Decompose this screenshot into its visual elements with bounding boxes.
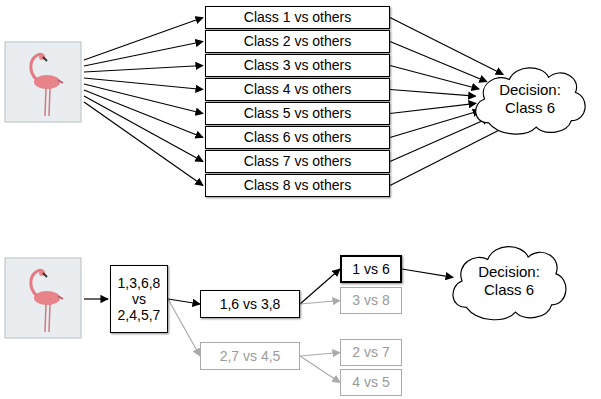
text-wrap: Class 3 vs others: [244, 57, 351, 73]
connector-arrow: [390, 90, 476, 97]
text-wrap: Class 7 vs others: [244, 153, 351, 169]
connector-arrow: [390, 18, 503, 75]
classifier-label: 1,3,6,8 vs 2,4,5,7: [115, 275, 163, 323]
classifier-label: Class 1 vs others: [244, 9, 351, 25]
classifier-box: Class 1 vs others: [205, 6, 390, 29]
text-wrap: Class 4 vs others: [244, 81, 351, 97]
text-wrap: Class 8 vs others: [244, 177, 351, 193]
classifier-box: Class 8 vs others: [205, 174, 390, 197]
connector-arrow: [300, 356, 340, 383]
connector-arrow: [402, 269, 453, 277]
decision-label: Decision: Class 6: [471, 263, 547, 299]
classifier-label: 2,7 vs 4,5: [220, 348, 281, 364]
classifier-label: 2 vs 7: [352, 344, 389, 360]
connector-arrow: [300, 301, 340, 305]
connector-arrow: [390, 103, 476, 113]
connector-arrow: [300, 269, 340, 304]
classifier-label: Class 7 vs others: [244, 153, 351, 169]
classifier-box: Class 2 vs others: [205, 30, 390, 53]
connector-arrow: [390, 118, 489, 162]
connector-arrow: [390, 125, 509, 186]
text-wrap: 3 vs 8: [352, 292, 389, 308]
connector-arrow: [390, 111, 480, 138]
classifier-label: 1 vs 6: [352, 261, 389, 277]
classifier-box: Class 4 vs others: [205, 78, 390, 101]
classifier-box: 1 vs 6: [340, 255, 402, 283]
classifier-box: Class 7 vs others: [205, 150, 390, 173]
decision-cloud: Decision: Class 6: [468, 60, 592, 138]
connector-arrow: [168, 299, 200, 304]
classifier-box: 2,7 vs 4,5: [200, 342, 300, 370]
text-wrap: Class 1 vs others: [244, 9, 351, 25]
classifier-label: 4 vs 5: [352, 374, 389, 390]
text-wrap: 2,7 vs 4,5: [220, 348, 281, 364]
text-wrap: 1 vs 6: [352, 261, 389, 277]
classifier-label: Class 5 vs others: [244, 105, 351, 121]
classifier-label: Class 2 vs others: [244, 33, 351, 49]
classifier-box: 4 vs 5: [340, 369, 402, 396]
connector-arrow: [168, 299, 200, 356]
text-wrap: 2 vs 7: [352, 344, 389, 360]
connector-arrow: [390, 66, 479, 90]
flamingo-image: [5, 42, 81, 122]
classifier-box: 1,3,6,8 vs 2,4,5,7: [110, 265, 168, 333]
input-arrows: [84, 18, 203, 300]
text-wrap: Decision: Class 6: [471, 263, 547, 299]
classifier-box: 2 vs 7: [340, 339, 402, 366]
classifier-box: 1,6 vs 3,8: [200, 290, 300, 318]
classifier-label: Class 8 vs others: [244, 177, 351, 193]
classifier-label: Class 4 vs others: [244, 81, 351, 97]
text-wrap: Class 6 vs others: [244, 129, 351, 145]
classifier-label: 1,6 vs 3,8: [220, 296, 281, 312]
flamingo-image: [5, 258, 81, 338]
text-wrap: 4 vs 5: [352, 374, 389, 390]
text-wrap: 1,3,6,8 vs 2,4,5,7: [115, 275, 163, 323]
text-wrap: Class 2 vs others: [244, 33, 351, 49]
classifier-box: Class 5 vs others: [205, 102, 390, 125]
classifier-label: Class 6 vs others: [244, 129, 351, 145]
connector-arrow: [300, 353, 340, 357]
connector-arrow: [390, 42, 487, 82]
text-wrap: Class 5 vs others: [244, 105, 351, 121]
classifier-box: Class 3 vs others: [205, 54, 390, 77]
decision-cloud: Decision: Class 6: [445, 238, 573, 324]
decision-label: Decision: Class 6: [492, 81, 568, 117]
classifier-label: Class 3 vs others: [244, 57, 351, 73]
classifier-box: Class 6 vs others: [205, 126, 390, 149]
classifier-label: 3 vs 8: [352, 292, 389, 308]
classifier-box: 3 vs 8: [340, 287, 402, 314]
text-wrap: Decision: Class 6: [492, 81, 568, 117]
text-wrap: 1,6 vs 3,8: [220, 296, 281, 312]
